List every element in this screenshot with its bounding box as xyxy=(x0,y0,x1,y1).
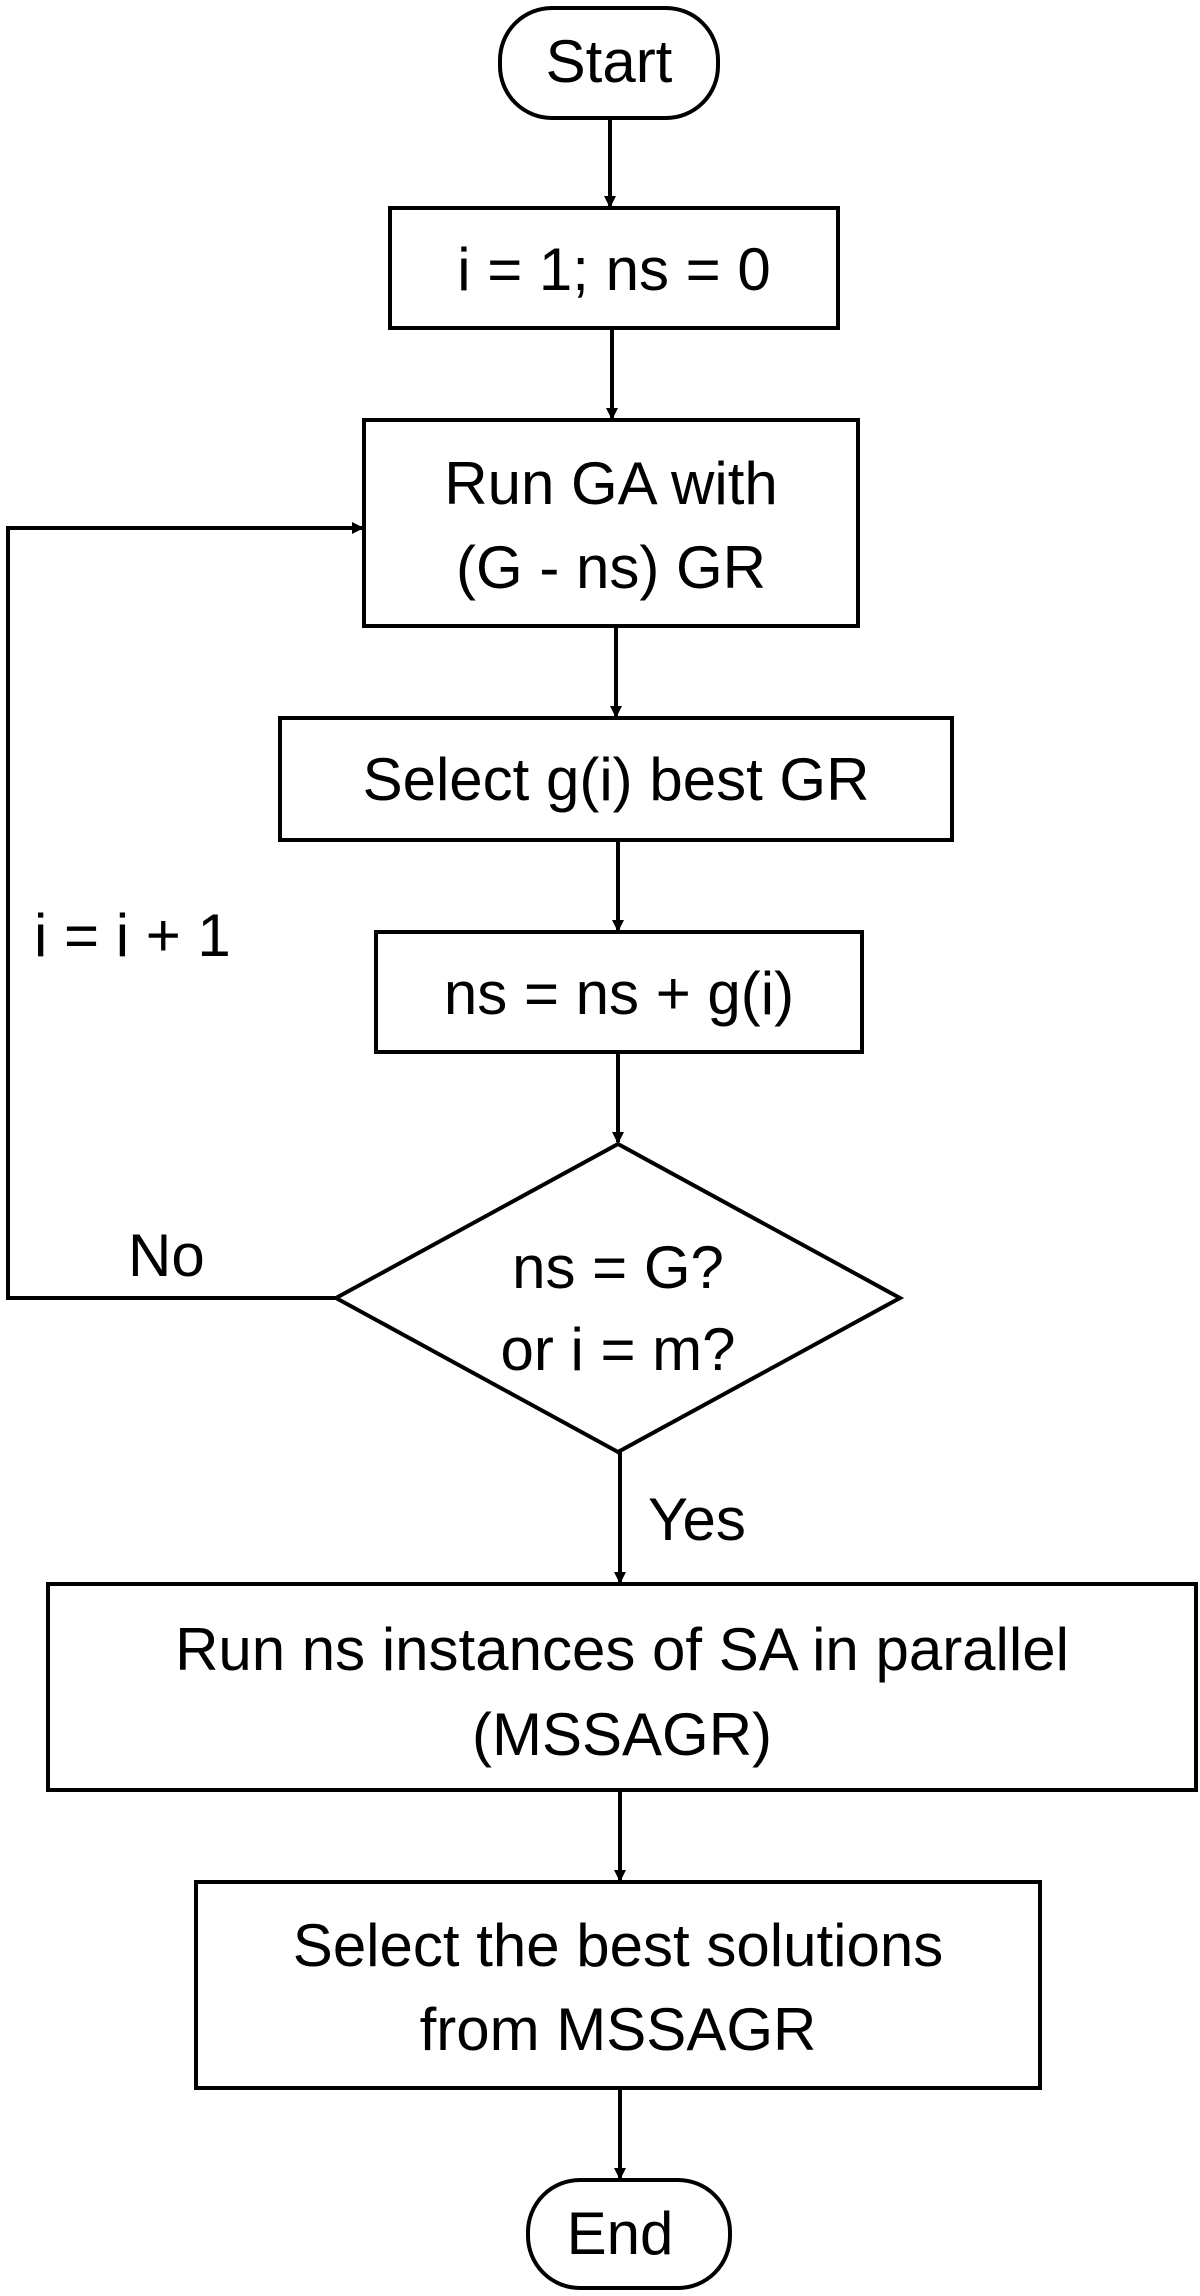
end-node: End xyxy=(526,2178,732,2290)
select-best-label-line2: from MSSAGR xyxy=(420,1996,817,2063)
select-node: Select g(i) best GR xyxy=(278,716,954,842)
arrow-loop-back xyxy=(6,522,364,1300)
select-label: Select g(i) best GR xyxy=(363,746,870,813)
no-label: No xyxy=(128,1222,205,1289)
init-node: i = 1; ns = 0 xyxy=(388,206,840,330)
decision-label-line1: ns = G? xyxy=(512,1234,724,1301)
init-label: i = 1; ns = 0 xyxy=(457,236,771,303)
end-label: End xyxy=(567,2200,674,2267)
yes-label: Yes xyxy=(648,1486,746,1553)
start-node: Start xyxy=(498,6,720,120)
select-best-node: Select the best solutions from MSSAGR xyxy=(194,1880,1042,2090)
run-sa-label-line2: (MSSAGR) xyxy=(472,1701,772,1768)
decision-node: ns = G? or i = m? xyxy=(331,1141,905,1455)
update-label: ns = ns + g(i) xyxy=(444,960,794,1027)
update-node: ns = ns + g(i) xyxy=(374,930,864,1054)
decision-label-line2: or i = m? xyxy=(500,1316,735,1383)
run-ga-label-line2: (G - ns) GR xyxy=(456,534,766,601)
select-best-label-line1: Select the best solutions xyxy=(293,1912,943,1979)
run-sa-label-line1: Run ns instances of SA in parallel xyxy=(175,1616,1069,1683)
start-label: Start xyxy=(546,28,673,95)
run-ga-label-line1: Run GA with xyxy=(444,450,778,517)
run-ga-node: Run GA with (G - ns) GR xyxy=(362,418,860,628)
run-sa-node: Run ns instances of SA in parallel (MSSA… xyxy=(46,1582,1198,1792)
loop-label: i = i + 1 xyxy=(34,902,231,969)
